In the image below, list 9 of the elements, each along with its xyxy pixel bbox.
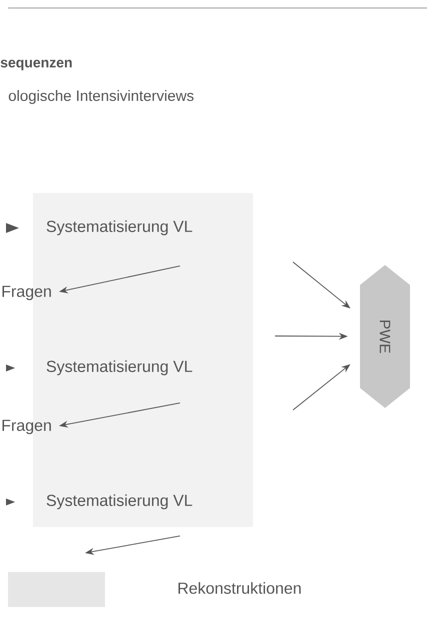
step-text: Systematisierung VL [46, 494, 192, 510]
step-text: Fragen [2, 420, 51, 434]
step-text: Fragen [2, 286, 51, 300]
step-text: Systematisierung VL [46, 220, 192, 236]
heading: sequenzen [0, 60, 72, 70]
step-text: Systematisierung VL [46, 360, 192, 376]
hexagon: PWE [360, 265, 410, 408]
subheading: ologische Intensivinterviews [8, 90, 194, 104]
legend-text: Rekonstruktionen [178, 582, 301, 594]
